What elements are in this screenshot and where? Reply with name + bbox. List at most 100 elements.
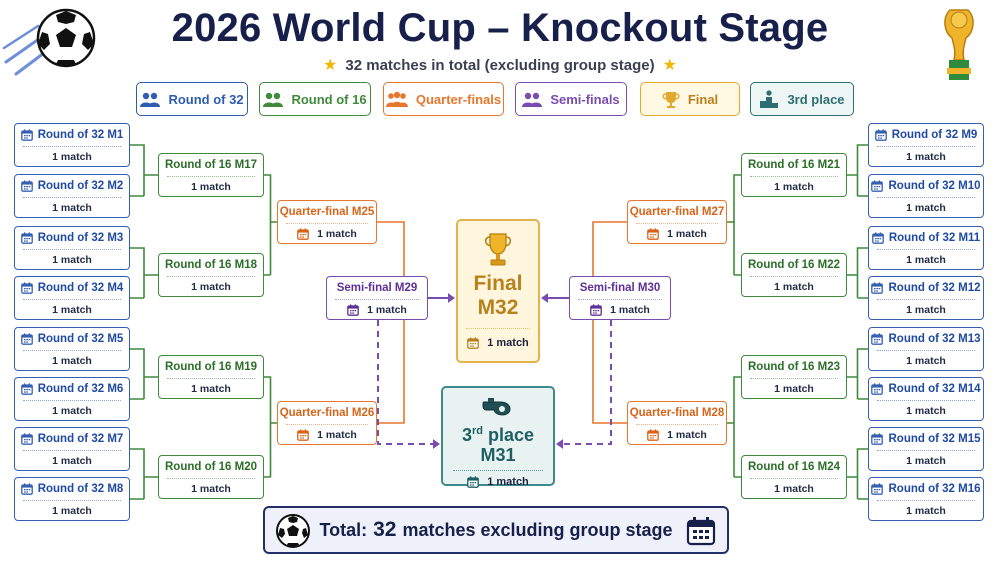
- calendar-icon: [871, 433, 884, 445]
- match-count-text: 1 match: [906, 455, 946, 467]
- calendar-icon: [297, 429, 310, 441]
- match-count-text: 1 match: [774, 181, 814, 193]
- total-label: Total:: [319, 519, 368, 540]
- match-count-text: 1 match: [906, 505, 946, 517]
- match-count: 1 match: [159, 479, 263, 499]
- match-name: Round of 16 M17: [159, 154, 263, 176]
- final-title: Final: [473, 272, 523, 295]
- page-subtitle: ★32 matches in total (excluding group st…: [0, 55, 1000, 75]
- match-separator: [167, 478, 255, 479]
- match-count: 1 match: [278, 425, 376, 445]
- match-name: Round of 32 M9: [869, 124, 983, 146]
- match-separator: [23, 146, 121, 147]
- match-name: Round of 16 M23: [742, 356, 846, 378]
- group-icon: [385, 91, 408, 107]
- match-name-text: Round of 16 M19: [164, 361, 257, 373]
- people-icon: [140, 91, 161, 107]
- match-name-text: Semi-final M30: [579, 282, 661, 294]
- third-place-match-box: 3rd place M31 1 match: [441, 386, 555, 488]
- match-separator: [167, 176, 255, 177]
- match-name: Round of 32 M13: [869, 328, 983, 350]
- round-of-16-box: Round of 16 M24 1 match: [741, 455, 847, 499]
- match-count-text: 1 match: [906, 254, 946, 266]
- third-place-count: 1 match: [443, 476, 553, 488]
- match-count-text: 1 match: [317, 429, 357, 441]
- whistle-icon: [482, 398, 511, 416]
- match-count: 1 match: [869, 451, 983, 471]
- calendar-icon: [647, 429, 660, 441]
- connector-line: [130, 348, 158, 400]
- match-count-text: 1 match: [667, 228, 707, 240]
- match-separator: [286, 424, 368, 425]
- match-name-text: Round of 32 M1: [37, 129, 124, 141]
- page-title: 2026 World Cup – Knockout Stage: [171, 6, 829, 50]
- match-separator: [23, 249, 121, 250]
- match-separator: [23, 350, 121, 351]
- match-count-text: 1 match: [52, 505, 92, 517]
- match-separator: [877, 450, 975, 451]
- match-count: 1 match: [278, 224, 376, 244]
- match-count-text: 1 match: [52, 455, 92, 467]
- match-name: Round of 16 M18: [159, 254, 263, 276]
- match-separator: [877, 299, 975, 300]
- match-count-text: 1 match: [52, 304, 92, 316]
- match-name-text: Round of 32 M11: [888, 232, 981, 244]
- match-count-text: 1 match: [774, 281, 814, 293]
- calendar-icon: [467, 337, 480, 349]
- match-separator: [636, 424, 718, 425]
- match-count-text: 1 match: [191, 383, 231, 395]
- calendar-icon: [297, 228, 310, 240]
- third-place-title: 3rd place: [443, 421, 553, 445]
- match-count-text: 1 match: [774, 383, 814, 395]
- final-match-box: Final M32 1 match: [456, 219, 540, 363]
- match-name-text: Semi-final M29: [336, 282, 418, 294]
- round-of-16-box: Round of 16 M20 1 match: [158, 455, 264, 499]
- legend-label: Final: [687, 91, 719, 107]
- match-name-text: Round of 16 M24: [747, 461, 840, 473]
- match-count: 1 match: [742, 479, 846, 499]
- match-separator: [23, 450, 121, 451]
- podium-icon: [759, 90, 779, 108]
- match-name: Round of 32 M16: [869, 478, 983, 500]
- match-name: Round of 32 M1: [15, 124, 129, 146]
- match-separator: [750, 378, 838, 379]
- match-name-text: Round of 32 M15: [888, 433, 981, 445]
- match-name: Round of 32 M10: [869, 175, 983, 197]
- match-name: Round of 32 M8: [15, 478, 129, 500]
- match-name-text: Round of 32 M6: [37, 383, 124, 395]
- calendar-icon: [20, 180, 33, 192]
- trophy-icon: [484, 233, 512, 266]
- trophy-icon: [662, 90, 680, 108]
- connector-line: [264, 376, 277, 478]
- connector-line: [847, 448, 868, 500]
- match-separator: [877, 249, 975, 250]
- connector-line: [847, 348, 868, 400]
- legend-label: 3rd place: [787, 91, 845, 107]
- calendar-icon: [20, 383, 33, 395]
- match-name-text: Quarter-final M28: [629, 407, 725, 419]
- match-name-text: Round of 16 M20: [164, 461, 257, 473]
- match-name: Quarter-final M28: [628, 402, 726, 424]
- match-name-text: Round of 16 M21: [747, 159, 840, 171]
- third-place-count-text: 1 match: [487, 476, 529, 488]
- match-count: 1 match: [869, 300, 983, 320]
- calendar-icon: [590, 304, 603, 316]
- match-count: 1 match: [628, 425, 726, 445]
- third-place-separator: [453, 470, 543, 471]
- connector-line: [377, 221, 405, 276]
- match-count-text: 1 match: [317, 228, 357, 240]
- calendar-icon: [20, 333, 33, 345]
- connector-line: [727, 376, 741, 478]
- legend-item: Quarter-finals: [383, 82, 504, 116]
- match-name-text: Round of 32 M16: [888, 483, 981, 495]
- legend-label: Round of 16: [291, 91, 367, 107]
- connector-line: [847, 247, 868, 299]
